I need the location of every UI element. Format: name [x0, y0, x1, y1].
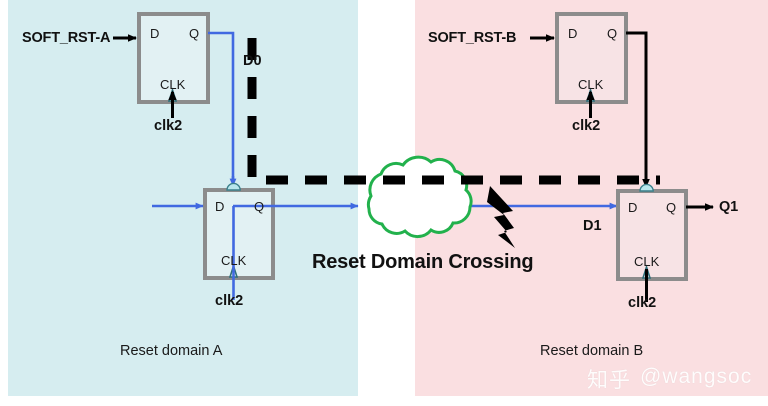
reset-bubble-a-bottom — [226, 182, 241, 191]
ff-a-bottom-pin-clk: CLK — [221, 253, 247, 268]
reset-bubble-b-bottom — [639, 183, 654, 192]
label-clk2-a-top: clk2 — [154, 118, 183, 134]
wire-reset-b — [626, 31, 648, 180]
label-soft-rst-b: SOFT_RST-B — [428, 30, 517, 46]
label-clk2-b-top: clk2 — [572, 118, 601, 134]
rdc-hazard-arrow — [487, 186, 515, 248]
watermark-handle: @wangsoc — [640, 365, 753, 388]
label-reset-domain-a: Reset domain A — [120, 343, 223, 359]
ff-a-top-pin-q: Q — [189, 26, 200, 41]
ff-a-bottom-pin-q: Q — [254, 199, 265, 214]
ff-b-bottom-pin-clk: CLK — [634, 254, 660, 269]
label-clk2-b-bottom: clk2 — [628, 295, 657, 311]
label-d1: D1 — [583, 218, 602, 234]
ff-b-bottom-pin-d: D — [628, 200, 638, 215]
wire-d0-blue — [208, 31, 235, 180]
label-soft-rst-a: SOFT_RST-A — [22, 30, 111, 46]
rdc-title: Reset Domain Crossing — [312, 251, 534, 273]
label-d0: D0 — [243, 53, 262, 69]
watermark-logo: 知乎 — [587, 369, 631, 392]
label-q1: Q1 — [719, 199, 738, 215]
ff-b-top-pin-d: D — [568, 26, 578, 41]
label-reset-domain-b: Reset domain B — [540, 343, 644, 359]
ff-a-bottom — [203, 182, 275, 280]
ff-a-top-pin-d: D — [150, 26, 160, 41]
ff-a-bottom-pin-d: D — [215, 199, 225, 214]
ff-b-bottom — [616, 183, 688, 281]
ff-a-top-pin-clk: CLK — [160, 77, 186, 92]
ff-b-top-pin-clk: CLK — [578, 77, 604, 92]
label-clk2-a-bottom: clk2 — [215, 293, 244, 309]
ff-b-top-pin-q: Q — [607, 26, 618, 41]
ff-b-bottom-pin-q: Q — [666, 200, 677, 215]
reset-dashed-line — [247, 38, 660, 185]
